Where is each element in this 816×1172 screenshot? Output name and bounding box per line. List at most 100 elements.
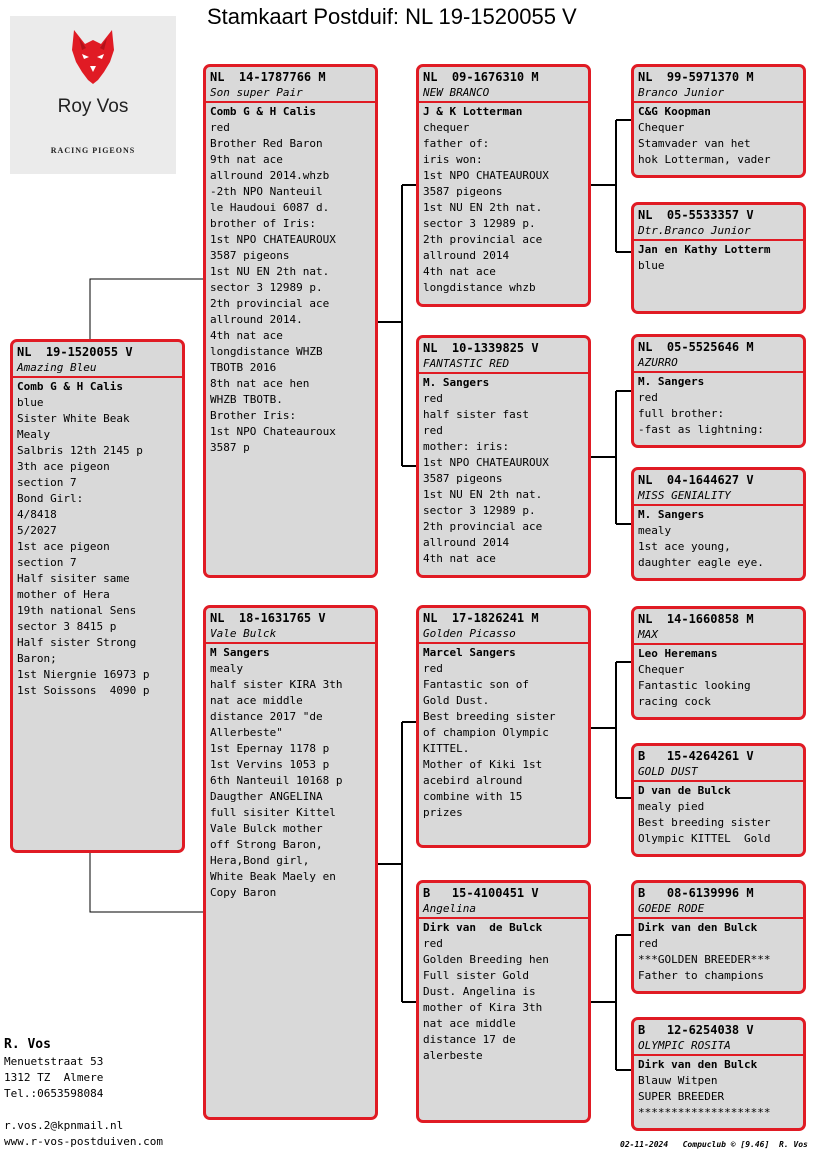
info-line: 19th national Sens: [17, 604, 137, 617]
owner-info: R. Vos Menuetstraat 53 1312 TZ Almere Te…: [4, 1036, 163, 1150]
info-line: section 7: [17, 476, 77, 489]
info-line: 3587 pigeons: [210, 249, 290, 262]
pigeon-name: MAX: [638, 628, 658, 641]
info-line: -2th NPO Nanteuil: [210, 185, 323, 198]
owner-website[interactable]: www.r-vos-postduiven.com: [4, 1135, 163, 1148]
pigeon-name: Branco Junior: [638, 86, 725, 99]
info-line: 3587 pigeons: [423, 472, 503, 485]
breeder-name: D van de Bulck: [638, 784, 731, 797]
info-line: 1st NPO CHATEAUROUX: [210, 233, 336, 246]
logo: Roy Vos RACING PIGEONS: [10, 16, 176, 174]
breeder-name: J & K Lotterman: [423, 105, 523, 118]
info-line: allround 2014: [423, 536, 510, 549]
owner-email[interactable]: r.vos.2@kpnmail.nl: [4, 1119, 124, 1132]
breeder-name: Comb G & H Calis: [17, 380, 123, 393]
info-line: 1st NPO CHATEAUROUX: [423, 456, 549, 469]
info-line: Dust. Angelina is: [423, 985, 536, 998]
info-line: 4th nat ace: [423, 552, 496, 565]
info-line: Fantastic looking: [638, 679, 751, 692]
pigeon-name: MISS GENIALITY: [638, 489, 731, 502]
info-line: Chequer: [638, 663, 685, 676]
info-line: 1st NPO CHATEAUROUX: [423, 169, 549, 182]
info-line: Copy Baron: [210, 886, 277, 899]
owner-line: [4, 1102, 163, 1118]
info-line: 1st Epernay 1178 p: [210, 742, 330, 755]
info-line: sector 3 8415 p: [17, 620, 117, 633]
info-line: of champion Olympic: [423, 726, 549, 739]
pigeon-name: AZURRO: [638, 356, 678, 369]
info-line: half sister KIRA 3th: [210, 678, 343, 691]
info-line: Baron;: [17, 652, 57, 665]
info-line: Full sister Gold: [423, 969, 529, 982]
info-line: distance 17 de: [423, 1033, 516, 1046]
info-line: nat ace middle: [210, 694, 303, 707]
info-line: half sister fast: [423, 408, 529, 421]
info-line: 3587 pigeons: [423, 185, 503, 198]
info-line: Mealy: [17, 428, 51, 441]
info-line: father of:: [423, 137, 490, 150]
info-line: 1st ace young,: [638, 540, 731, 553]
info-line: sector 3 12989 p.: [210, 281, 323, 294]
info-line: Chequer: [638, 121, 685, 134]
info-line: TBOTB 2016: [210, 361, 277, 374]
info-line: iris won:: [423, 153, 483, 166]
info-line: Fantastic son of: [423, 678, 529, 691]
info-line: Best breeding sister: [638, 816, 771, 829]
info-line: 2th provincial ace: [210, 297, 330, 310]
info-line: Allerbeste": [210, 726, 283, 739]
info-line: hok Lotterman, vader: [638, 153, 771, 166]
ring-number: B 12-6254038 V: [638, 1023, 754, 1037]
info-line: Blauw Witpen: [638, 1074, 718, 1087]
info-line: 4/8418: [17, 508, 57, 521]
breeder-name: M. Sangers: [423, 376, 490, 389]
breeder-name: M Sangers: [210, 646, 270, 659]
info-line: mother: iris:: [423, 440, 510, 453]
info-line: ********************: [638, 1106, 771, 1119]
info-line: red: [423, 392, 443, 405]
owner-name: R. Vos: [4, 1037, 51, 1052]
info-line: sector 3 12989 p.: [423, 504, 536, 517]
info-line: prizes: [423, 806, 463, 819]
info-line: allround 2014.: [210, 313, 303, 326]
breeder-name: Dirk van den Bulck: [638, 921, 758, 934]
info-line: 1st Soissons 4090 p: [17, 684, 150, 697]
wolf-logo-icon: [72, 30, 114, 84]
print-stamp: 02-11-2024 Compuclub © [9.46] R. Vos: [620, 1140, 808, 1149]
info-line: Best breeding sister: [423, 710, 556, 723]
logo-subtitle: RACING PIGEONS: [50, 146, 136, 155]
ring-number: NL 05-5533357 V: [638, 208, 754, 222]
info-line: nat ace middle: [423, 1017, 516, 1030]
info-line: sector 3 12989 p.: [423, 217, 536, 230]
info-line: Bond Girl:: [17, 492, 84, 505]
info-line: mealy pied: [638, 800, 705, 813]
card-header: NL 04-1644627 V MISS GENIALITY: [634, 470, 803, 506]
info-line: daughter eagle eye.: [638, 556, 764, 569]
info-line: 2th provincial ace: [423, 233, 543, 246]
info-line: blue: [638, 259, 665, 272]
ring-number: NL 04-1644627 V: [638, 473, 754, 487]
info-line: WHZB TBOTB.: [210, 393, 283, 406]
info-line: Vale Bulck mother: [210, 822, 323, 835]
pigeon-name: GOLD DUST: [638, 765, 698, 778]
breeder-name: C&G Koopman: [638, 105, 711, 118]
